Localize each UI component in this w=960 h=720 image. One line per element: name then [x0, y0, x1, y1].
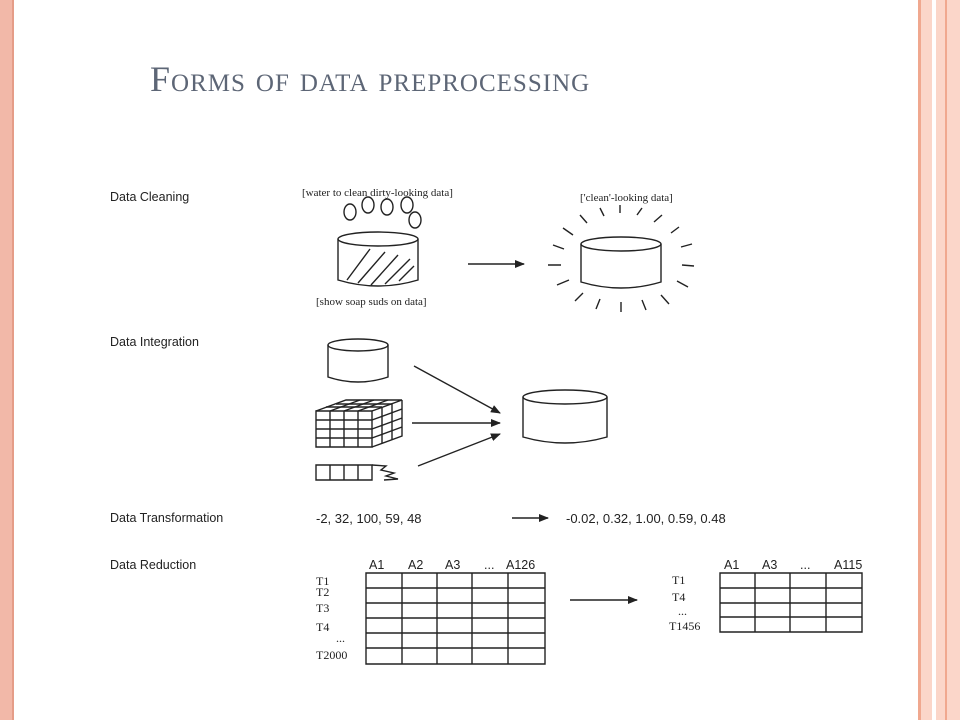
original-rows-header: T1 T2 T3 T4 ... T2000 — [316, 574, 347, 662]
transformation-output-values: -0.02, 0.32, 1.00, 0.59, 0.48 — [566, 511, 726, 526]
row-header: T4 — [316, 620, 329, 634]
soap-bubbles-icon — [343, 196, 422, 229]
column-header: A2 — [408, 558, 423, 572]
column-header: A126 — [506, 558, 535, 572]
integrated-database-icon — [522, 389, 608, 444]
row-header: ... — [336, 631, 345, 645]
original-data-table — [365, 572, 546, 665]
source-database-icon — [327, 338, 389, 383]
reduced-rows-header: T1 T4 ... T1456 — [669, 573, 700, 633]
cleaning-result-note: ['clean'-looking data] — [580, 192, 673, 204]
flat-file-icon — [315, 464, 399, 481]
left-border-stripe — [0, 0, 14, 720]
dirty-database-icon — [337, 231, 419, 287]
row-header: T4 — [672, 590, 685, 604]
right-border-gap — [932, 0, 936, 720]
row-header: T1456 — [669, 619, 700, 633]
slide-title: Forms of data preprocessing — [150, 59, 591, 99]
reduced-data-table — [719, 572, 863, 633]
row-header: ... — [678, 604, 687, 618]
preprocessing-diagram: Data Cleaning [water to clean dirty-look… — [110, 187, 863, 665]
right-border-line — [945, 0, 947, 720]
column-header: ... — [484, 558, 494, 572]
integration-arrow-bottom — [417, 433, 501, 467]
row-header: T2000 — [316, 648, 347, 662]
transformation-input-values: -2, 32, 100, 59, 48 — [316, 511, 422, 526]
row-header: T2 — [316, 585, 329, 599]
clean-database-icon — [580, 236, 662, 289]
right-border-panel — [918, 0, 960, 720]
column-header: A1 — [369, 558, 384, 572]
column-header: A3 — [762, 558, 777, 572]
cleaning-top-note: [water to clean dirty-looking data] — [302, 187, 453, 199]
data-cleaning-label: Data Cleaning — [110, 190, 189, 204]
original-columns-header: A1 A2 A3 ... A126 — [369, 558, 535, 572]
column-header: ... — [800, 558, 810, 572]
row-header: T1 — [316, 574, 329, 588]
data-reduction-label: Data Reduction — [110, 558, 196, 572]
data-transformation-label: Data Transformation — [110, 511, 223, 525]
data-integration-label: Data Integration — [110, 335, 199, 349]
column-header: A115 — [834, 558, 862, 572]
right-border-line — [918, 0, 921, 720]
row-header: T1 — [672, 573, 685, 587]
data-cube-icon — [315, 399, 403, 448]
column-header: A3 — [445, 558, 460, 572]
cleaning-bottom-note: [show soap suds on data] — [316, 296, 427, 308]
integration-arrow-top — [413, 365, 501, 414]
reduced-columns-header: A1 A3 ... A115 — [724, 558, 862, 572]
column-header: A1 — [724, 558, 739, 572]
shine-rays-icon — [548, 205, 695, 312]
row-header: T3 — [316, 601, 329, 615]
